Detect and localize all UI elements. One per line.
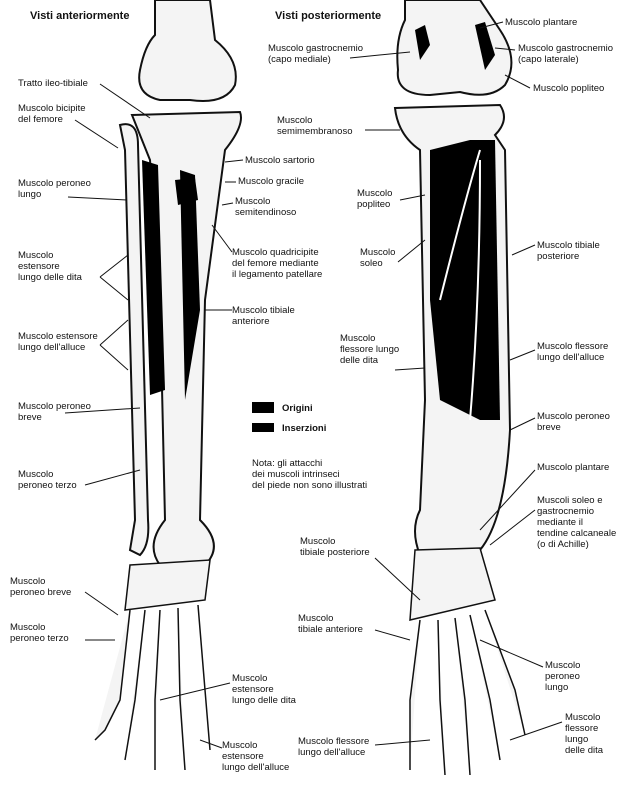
- label-foot-tibiale-posteriore: Muscolo tibiale posteriore: [300, 536, 370, 558]
- label-plantare-top: Muscolo plantare: [505, 17, 578, 28]
- legend-origins-swatch: [252, 402, 274, 413]
- anterior-fibula: [118, 123, 150, 557]
- posterior-insertion-gastroc: [415, 25, 430, 60]
- anterior-foot-tarsals: [124, 559, 211, 611]
- posterior-metatarsal-4: [469, 614, 501, 761]
- posterior-insertion-gastroc-lat: [475, 22, 495, 70]
- label-bicipite-femore: Muscolo bicipite del femore: [18, 103, 86, 125]
- legend-origins-label: Origini: [282, 403, 313, 414]
- label-soleo: Muscolo soleo: [360, 247, 396, 269]
- label-tibiale-posteriore: Muscolo tibiale posteriore: [537, 240, 600, 262]
- label-foot-peroneo-lungo: Muscolo peroneo lungo: [545, 660, 581, 693]
- label-peroneo-breve: Muscolo peroneo breve: [18, 401, 91, 423]
- label-post-peroneo-breve: Muscolo peroneo breve: [537, 411, 610, 433]
- label-foot-peroneo-terzo: Muscolo peroneo terzo: [10, 622, 69, 644]
- label-sartorio: Muscolo sartorio: [245, 155, 315, 166]
- posterior-metatarsal-2: [437, 619, 446, 776]
- posterior-muscle-origin: [430, 140, 500, 420]
- label-semitendinoso: Muscolo semitendinoso: [235, 196, 297, 218]
- label-foot-tibiale-anteriore: Muscolo tibiale anteriore: [298, 613, 363, 635]
- label-plantare: Muscolo plantare: [537, 462, 610, 473]
- anterior-metatarsal-2: [124, 609, 146, 761]
- label-flessore-lungo-dita: Muscolo flessore lungo delle dita: [340, 333, 400, 366]
- label-semimembranoso: Muscolo semimembranoso: [277, 115, 353, 137]
- legend-insertions-label: Inserzioni: [282, 423, 327, 434]
- label-estensore-lungo-alluce: Muscolo estensore lungo dell'alluce: [18, 331, 98, 353]
- anterior-muscle-origin-2: [180, 170, 200, 400]
- anterior-insertion: [175, 178, 198, 205]
- label-gracile: Muscolo gracile: [238, 176, 304, 187]
- anterior-view-title: Visti anteriormente: [30, 10, 130, 22]
- label-peroneo-terzo: Muscolo peroneo terzo: [18, 469, 77, 491]
- posterior-foot-tarsals: [409, 547, 496, 621]
- anterior-metatarsal-1: [94, 609, 131, 741]
- label-peroneo-lungo: Muscolo peroneo lungo: [18, 178, 91, 200]
- posterior-femur: [396, 0, 513, 97]
- label-quadricipite: Muscolo quadricipite del femore mediante…: [232, 247, 323, 280]
- posterior-metatarsal-5: [484, 609, 526, 736]
- label-tibiale-anteriore: Muscolo tibiale anteriore: [232, 305, 295, 327]
- label-foot-flessore-dita: Muscolo flessore lungo delle dita: [565, 712, 604, 756]
- posterior-metatarsal-1: [409, 619, 421, 770]
- label-tratto-ileo-tibiale: Tratto ileo-tibiale: [18, 78, 88, 89]
- label-tendine-achille: Muscoli soleo e gastrocnemio mediante il…: [537, 495, 617, 550]
- anterior-metatarsal-4: [177, 607, 186, 771]
- leader-lines: [64, 21, 563, 749]
- label-gastrocnemio-laterale: Muscolo gastrocnemio (capo laterale): [518, 43, 614, 65]
- label-foot-estensore-dita: Muscolo estensore lungo delle dita: [232, 673, 296, 706]
- label-flessore-lungo-alluce: Muscolo flessore lungo dell'alluce: [537, 341, 609, 363]
- anterior-femur: [138, 0, 237, 102]
- note-text: Nota: gli attacchi dei muscoli intrinsec…: [252, 458, 368, 491]
- anterior-metatarsal-3: [154, 609, 161, 770]
- label-popliteo-top: Muscolo popliteo: [533, 83, 605, 94]
- label-estensore-lungo-dita: Muscolo estensore lungo delle dita: [18, 250, 82, 283]
- posterior-view-title: Visti posteriormente: [275, 10, 382, 22]
- anterior-muscle-origin: [142, 160, 165, 395]
- posterior-metatarsal-3: [454, 617, 471, 776]
- label-foot-estensore-alluce: Muscolo estensore lungo dell'alluce: [222, 740, 290, 773]
- label-foot-peroneo-breve: Muscolo peroneo breve: [10, 576, 72, 598]
- legend-insertions-swatch: [252, 423, 274, 432]
- label-popliteo: Muscolo popliteo: [357, 188, 393, 210]
- label-gastrocnemio-mediale: Muscolo gastrocnemio (capo mediale): [268, 43, 364, 65]
- label-foot-flessore-alluce: Muscolo flessore lungo dell'alluce: [298, 736, 370, 758]
- anterior-metatarsal-5: [197, 604, 211, 751]
